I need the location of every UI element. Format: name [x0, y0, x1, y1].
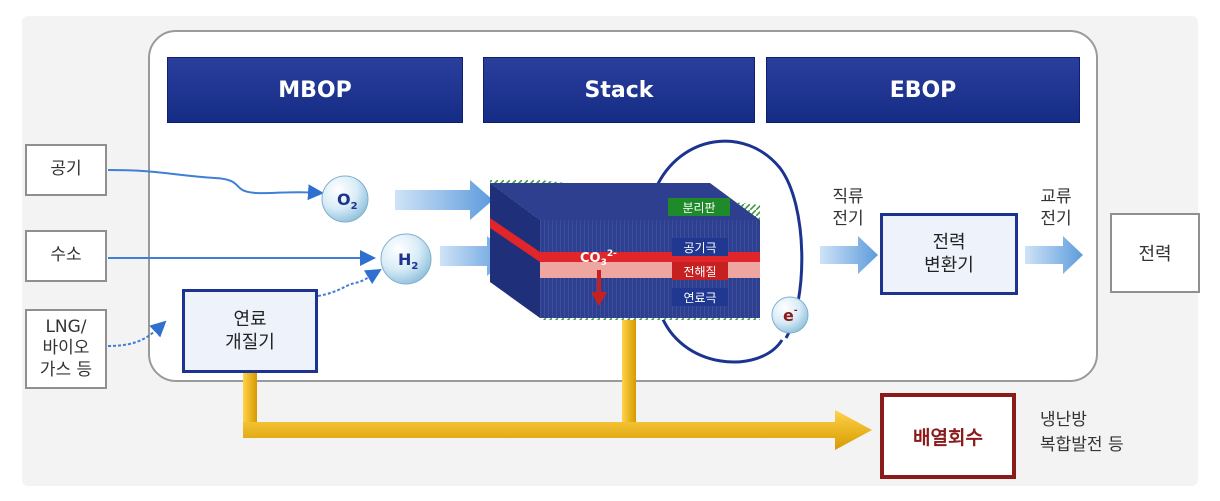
- mbop-header: MBOP: [167, 57, 463, 123]
- anode-tag: [672, 288, 728, 306]
- lng-biogas-input-box: LNG/ 바이오 가스 등: [25, 309, 107, 389]
- hydrogen-input-box: 수소: [25, 230, 107, 282]
- reformer-heat-pipe: [243, 372, 257, 432]
- stack-side-face: [490, 183, 540, 318]
- cathode-label: 공기극: [683, 241, 716, 255]
- o2-molecule-bubble: [321, 175, 369, 223]
- separator-label: 분리판: [682, 201, 715, 215]
- ac-power-label: 교류 전기: [1040, 187, 1072, 230]
- electron-label: e-: [783, 306, 798, 325]
- o2-label: O2: [337, 190, 358, 212]
- heat-recovery-box: 배열회수: [880, 393, 1016, 479]
- heat-usage-line-2: 복합발전 등: [1040, 434, 1124, 455]
- dc-power-arrow: [820, 236, 878, 274]
- cathode-tag: [672, 238, 728, 256]
- heat-recovery-pipe: [243, 410, 872, 450]
- ion-flow-arrow-shaft: [597, 270, 601, 294]
- h2-label: H2: [398, 250, 418, 272]
- lng-feed-line: [107, 320, 167, 347]
- ebop-header: EBOP: [766, 57, 1080, 123]
- dc-power-label: 직류 전기: [832, 187, 864, 230]
- stack-electrolyte-stripe: [540, 252, 760, 262]
- air-feed-line: [107, 169, 324, 201]
- anode-label: 연료극: [683, 291, 716, 305]
- separator-tag: [668, 198, 730, 216]
- stack-header: Stack: [483, 57, 755, 123]
- ion-flow-arrow-head: [591, 292, 607, 306]
- power-output-box: 전력: [1110, 213, 1200, 293]
- electron-loop-lower: [658, 311, 784, 364]
- electron-bubble: [771, 296, 809, 334]
- fuel-reformer-box: 연료 개질기: [182, 289, 318, 373]
- air-input-box: 공기: [25, 144, 107, 196]
- stack-side-electrolyte: [490, 218, 540, 262]
- h2-molecule-bubble: [380, 233, 432, 285]
- electrolyte-label: 전해질: [683, 265, 716, 279]
- electron-loop-upper: [654, 139, 804, 339]
- reformer-to-h2-line: [317, 268, 382, 297]
- carbonate-ion-label: CO32-: [580, 249, 617, 268]
- ac-power-arrow: [1025, 236, 1083, 274]
- heat-usage-line-1: 냉난방: [1040, 410, 1087, 430]
- o2-to-stack-arrow: [395, 180, 493, 220]
- electrolyte-tag: [672, 262, 728, 280]
- power-converter-box: 전력 변환기: [880, 213, 1018, 295]
- heat-usage-note: 냉난방 복합발전 등: [1040, 408, 1124, 457]
- stack-heat-pipe: [622, 320, 636, 432]
